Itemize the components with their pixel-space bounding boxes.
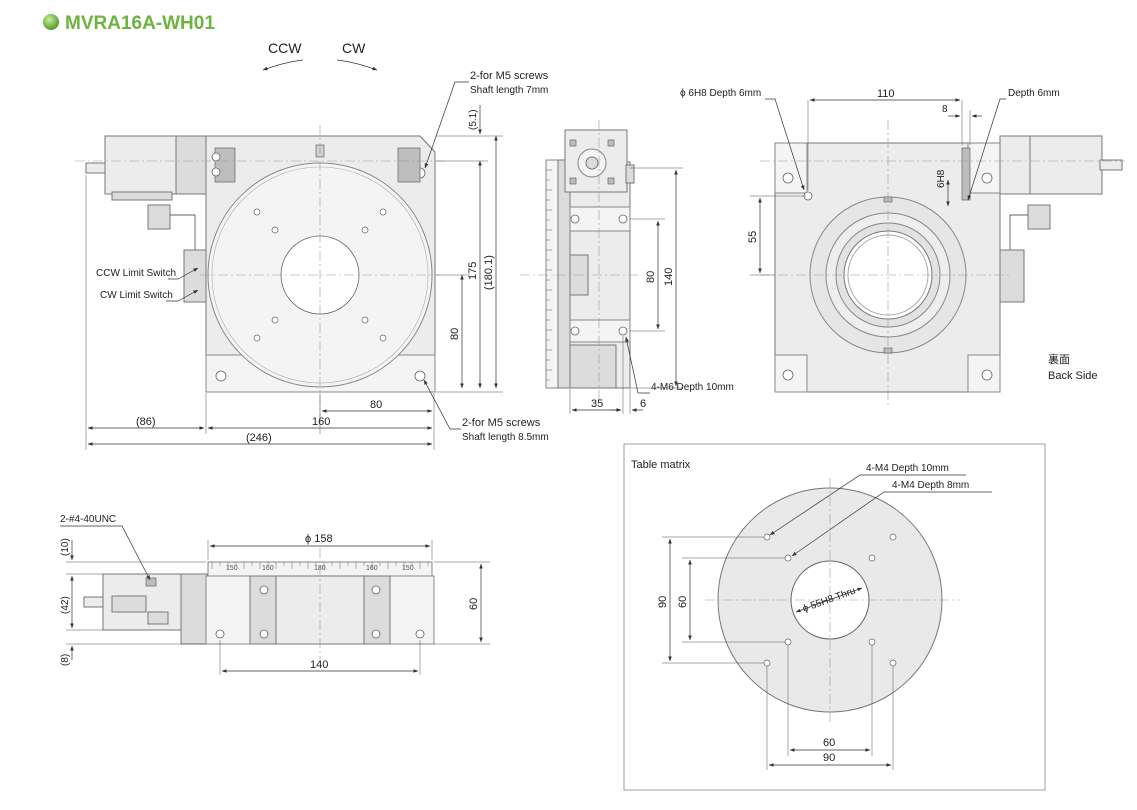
side-m6-note: 4-M6 Depth 10mm: [651, 382, 734, 393]
dim-5-1: (5.1): [468, 109, 479, 130]
motor-body: [104, 135, 178, 195]
side-dim-80: 80: [645, 271, 657, 283]
title-bullet-icon: [43, 14, 59, 30]
back-depth-note: Depth 6mm: [1008, 88, 1060, 99]
front-dim-60: 60: [468, 598, 480, 610]
front-dim-8: (8): [60, 654, 71, 666]
side-view: 80 140 35 6 4-M6 Depth 10mm: [520, 120, 734, 414]
back-dim-55: 55: [747, 231, 759, 243]
matrix-dim-90-horizontal: 90: [823, 752, 835, 764]
table-matrix-frame: [623, 443, 1046, 791]
bottom-screw-note-1: 2-for M5 screws: [462, 417, 541, 429]
side-dim-6: 6: [640, 398, 646, 410]
cw-label: CW: [342, 40, 366, 56]
matrix-m4-8-note: 4-M4 Depth 8mm: [892, 480, 969, 491]
table-matrix-heading: Table matrix: [631, 459, 691, 471]
dim-160: 160: [312, 416, 330, 428]
svg-text:160: 160: [366, 565, 378, 572]
ccw-limit-switch-label: CCW Limit Switch: [96, 268, 176, 279]
back-dim-6h8: 6H8: [936, 169, 947, 188]
back-view: 110 8 6H8 55 ϕ 6H8 Depth 6mm Depth 6mm 裏…: [680, 88, 1125, 405]
dim-175: 175: [467, 262, 479, 280]
ccw-label: CCW: [268, 40, 302, 56]
front-dim-phi158: ϕ 158: [305, 533, 333, 545]
back-side-label-en: Back Side: [1048, 370, 1098, 382]
svg-text:150: 150: [402, 565, 414, 572]
front-thread-note: 2-#4-40UNC: [60, 514, 116, 525]
ccw-arrow-icon: [262, 59, 304, 71]
front-dim-10: (10): [60, 538, 71, 556]
dim-180-1: (180.1): [483, 255, 495, 290]
model-title: MVRA16A-WH01: [65, 13, 215, 34]
dim-86: (86): [136, 416, 156, 428]
cw-arrow-icon: [336, 59, 378, 71]
back-pin-note: ϕ 6H8 Depth 6mm: [680, 88, 761, 99]
svg-text:150: 150: [226, 565, 238, 572]
matrix-dim-60-vertical: 60: [677, 596, 689, 608]
cw-limit-switch-label: CW Limit Switch: [100, 290, 173, 301]
top-screw-note-2: Shaft length 7mm: [470, 85, 548, 96]
matrix-m4-10-note: 4-M4 Depth 10mm: [866, 463, 949, 474]
bottom-screw-note-2: Shaft length 8.5mm: [462, 432, 549, 443]
matrix-dim-90-vertical: 90: [657, 596, 669, 608]
dim-246: (246): [246, 432, 272, 444]
back-side-label-jp: 裏面: [1048, 352, 1070, 366]
table-matrix-panel: Table matrix 4-M4 Depth 10mm 4-M4 Depth …: [623, 443, 1046, 791]
back-motor: [999, 135, 1033, 195]
top-view: CCW CW: [75, 40, 549, 450]
side-dim-35: 35: [591, 398, 603, 410]
side-scale: [545, 159, 559, 389]
title-block: MVRA16A-WH01: [43, 13, 215, 34]
front-view: 150 160 180 160 150 ϕ 158 60 140 (10): [60, 514, 490, 675]
limit-switch-bracket: [147, 204, 171, 230]
svg-text:160: 160: [262, 565, 274, 572]
front-dim-42: (42): [60, 596, 71, 614]
back-dim-110: 110: [877, 88, 895, 100]
dim-80-horizontal: 80: [370, 399, 382, 411]
top-screw-note-1: 2-for M5 screws: [470, 70, 549, 82]
matrix-dim-60-horizontal: 60: [823, 737, 835, 749]
back-dim-8: 8: [942, 104, 948, 115]
side-dim-140: 140: [663, 268, 675, 286]
dim-80-vertical: 80: [449, 328, 461, 340]
front-dim-140: 140: [310, 659, 328, 671]
